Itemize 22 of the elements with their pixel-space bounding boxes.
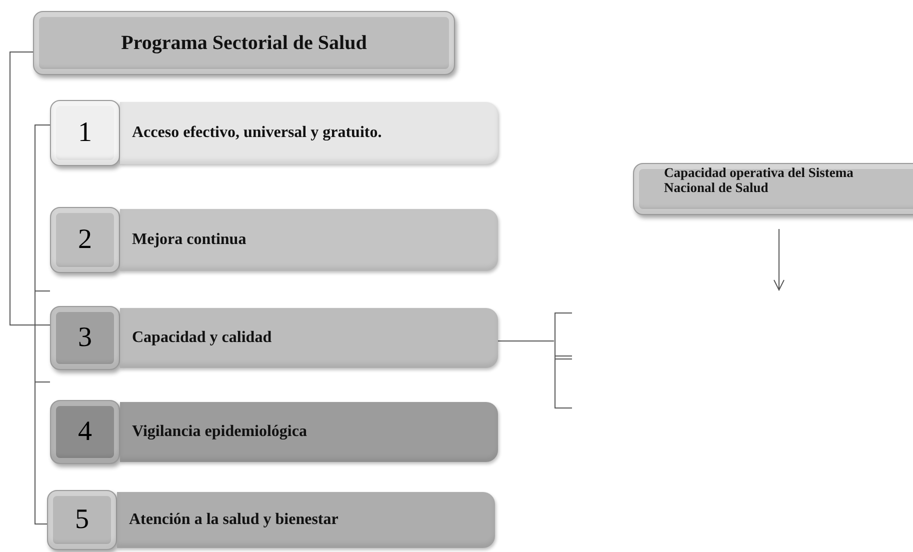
item-label: Atención a la salud y bienestar xyxy=(129,511,338,529)
numbered-item xyxy=(47,490,495,550)
item-label: Mejora continua xyxy=(132,231,246,249)
number-label: 3 xyxy=(50,306,120,370)
numbered-item xyxy=(50,100,498,166)
item-label: Capacidad y calidad xyxy=(132,329,272,347)
numbered-item xyxy=(50,400,498,464)
number-label: 4 xyxy=(50,400,120,464)
number-label: 5 xyxy=(47,490,117,550)
arrow xyxy=(774,228,784,290)
connector-line xyxy=(34,124,50,524)
number-label: 1 xyxy=(50,100,120,166)
process-box: Capacidad operativa del Sistema Nacional de Salud xyxy=(633,163,913,215)
item-label: Acceso efectivo, universal y gratuito. xyxy=(132,124,382,142)
number-label: 2 xyxy=(50,207,120,273)
numbered-item xyxy=(50,306,498,370)
connector-line xyxy=(10,52,50,326)
title-box: Programa Sectorial de Salud xyxy=(33,11,455,75)
numbered-item xyxy=(50,207,498,273)
bracket xyxy=(554,312,573,409)
connector-line xyxy=(498,340,554,342)
item-label: Vigilancia epidemiológica xyxy=(132,423,307,441)
